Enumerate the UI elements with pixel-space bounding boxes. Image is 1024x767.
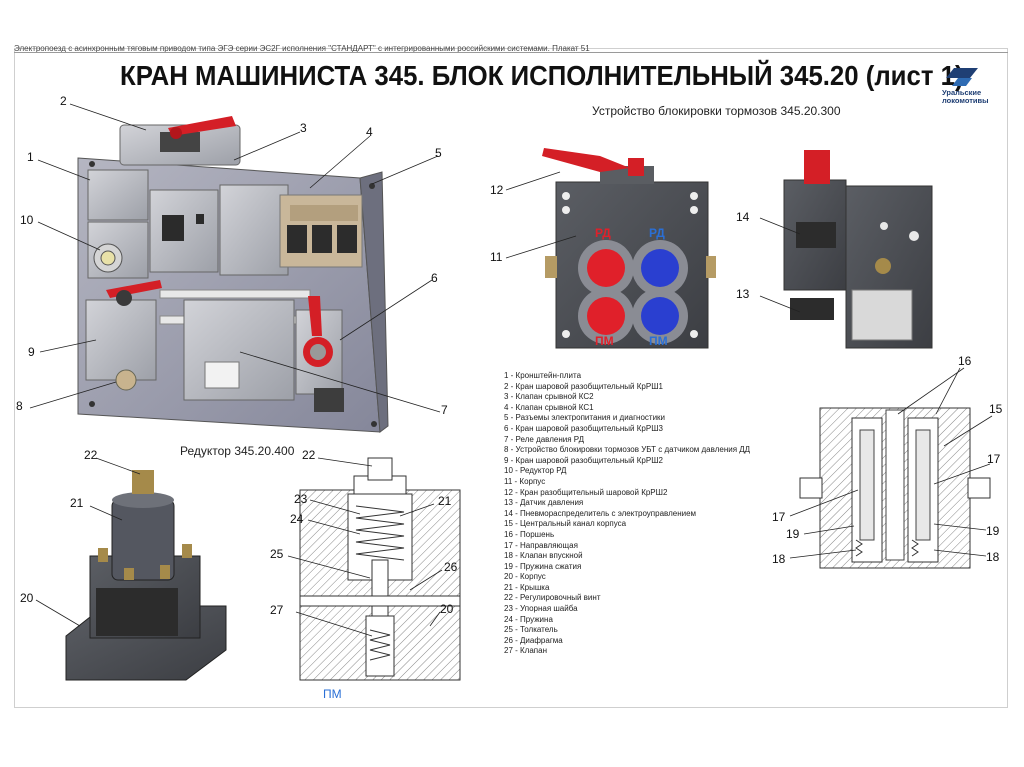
callout-25: 25 bbox=[270, 547, 284, 561]
legend-item: 2 - Кран шаровой разобщительный КрРШ1 bbox=[504, 381, 663, 391]
legend-item: 5 - Разъемы электропитания и диагностики bbox=[504, 413, 666, 423]
callout-5: 5 bbox=[435, 146, 442, 160]
legend-item: 19 - Пружина сжатия bbox=[504, 561, 582, 571]
callout-13: 13 bbox=[736, 287, 750, 301]
callout-24: 24 bbox=[290, 512, 304, 526]
callout-17-left: 17 bbox=[772, 510, 786, 524]
legend-item: 3 - Клапан срывной КС2 bbox=[504, 392, 594, 402]
callout-10: 10 bbox=[20, 213, 34, 227]
legend-item: 11 - Корпус bbox=[504, 476, 546, 486]
callout-20-right: 20 bbox=[440, 602, 454, 616]
callout-14: 14 bbox=[736, 210, 750, 224]
legend-item: 16 - Поршень bbox=[504, 529, 555, 539]
legend-item: 21 - Крышка bbox=[504, 582, 550, 592]
port-label-pm-section: ПМ bbox=[323, 687, 342, 701]
legend-item: 22 - Регулировочный винт bbox=[504, 593, 601, 603]
callout-23: 23 bbox=[294, 492, 308, 506]
legend-item: 6 - Кран шаровой разобщительный КрРШ3 bbox=[504, 423, 663, 433]
legend-item: 10 - Редуктор РД bbox=[504, 466, 567, 476]
port-label-pm-left: ПМ bbox=[595, 334, 614, 348]
legend-item: 14 - Пневмораспределитель с электроуправ… bbox=[504, 508, 697, 518]
callout-16: 16 bbox=[958, 354, 972, 368]
brake-lock-device-side bbox=[783, 150, 933, 349]
legend-item: 12 - Кран разобщительный шаровой КрРШ2 bbox=[504, 487, 668, 497]
port-label-rd-left: РД bbox=[595, 226, 611, 240]
legend-item: 27 - Клапан bbox=[504, 646, 547, 656]
legend-item: 25 - Толкатель bbox=[504, 625, 558, 635]
legend-item: 23 - Упорная шайба bbox=[504, 604, 578, 614]
callout-7: 7 bbox=[441, 403, 448, 417]
logo-text: Уральские локомотивы bbox=[942, 88, 989, 105]
callout-21-right: 21 bbox=[438, 494, 452, 508]
legend-item: 7 - Реле давления РД bbox=[504, 434, 585, 444]
legend-item: 17 - Направляющая bbox=[504, 540, 578, 550]
callout-4: 4 bbox=[366, 125, 373, 139]
reducer-section-title: Редуктор 345.20.400 bbox=[180, 444, 295, 458]
poster-subtitle: Электропоезд с асинхронным тяговым приво… bbox=[14, 44, 590, 53]
callout-22-left: 22 bbox=[84, 448, 98, 462]
page-title: КРАН МАШИНИСТА 345. БЛОК ИСПОЛНИТЕЛЬНЫЙ … bbox=[120, 60, 964, 91]
callout-18-left: 18 bbox=[772, 552, 786, 566]
legend-item: 15 - Центральный канал корпуса bbox=[504, 519, 627, 529]
executive-block-assembly bbox=[77, 116, 389, 433]
legend-item: 1 - Кронштейн-плита bbox=[504, 371, 582, 380]
callout-1: 1 bbox=[27, 150, 34, 164]
callout-19-right: 19 bbox=[986, 524, 1000, 538]
reducer-sectional-view bbox=[299, 457, 461, 681]
reducer-3d-view bbox=[65, 470, 227, 681]
brake-lock-sectional-view bbox=[799, 407, 991, 569]
callout-18-right: 18 bbox=[986, 550, 1000, 564]
callout-3: 3 bbox=[300, 121, 307, 135]
callout-9: 9 bbox=[28, 345, 35, 359]
legend-item: 20 - Корпус bbox=[504, 572, 546, 582]
callout-17-right: 17 bbox=[987, 452, 1001, 466]
header-divider bbox=[14, 52, 1008, 53]
callout-20-left: 20 bbox=[20, 591, 34, 605]
poster-frame bbox=[14, 48, 1008, 708]
port-label-rd-right: РД bbox=[649, 226, 665, 240]
port-label-pm-right: ПМ bbox=[649, 334, 668, 348]
legend-item: 9 - Кран шаровой разобщительный КрРШ2 bbox=[504, 455, 663, 465]
brake-lock-section-title: Устройство блокировки тормозов 345.20.30… bbox=[592, 104, 841, 118]
callout-26: 26 bbox=[444, 560, 458, 574]
callout-19-left: 19 bbox=[786, 527, 800, 541]
legend-item: 24 - Пружина bbox=[504, 614, 553, 624]
legend-item: 4 - Клапан срывной КС1 bbox=[504, 402, 594, 412]
brake-lock-device-front bbox=[542, 148, 716, 349]
callout-15: 15 bbox=[989, 402, 1003, 416]
callout-8: 8 bbox=[16, 399, 23, 413]
callout-22-right: 22 bbox=[302, 448, 316, 462]
callout-12: 12 bbox=[490, 183, 504, 197]
legend-item: 26 - Диафрагма bbox=[504, 635, 563, 645]
legend-item: 18 - Клапан впускной bbox=[504, 551, 583, 561]
callout-6: 6 bbox=[431, 271, 438, 285]
legend-item: 8 - Устройство блокировки тормозов УБТ с… bbox=[504, 445, 751, 455]
callout-2: 2 bbox=[60, 94, 67, 108]
callout-11: 11 bbox=[490, 250, 503, 264]
ural-locomotives-logo-icon bbox=[946, 68, 978, 86]
callout-27: 27 bbox=[270, 603, 284, 617]
legend-item: 13 - Датчик давления bbox=[504, 498, 584, 508]
callout-21-left: 21 bbox=[70, 496, 84, 510]
